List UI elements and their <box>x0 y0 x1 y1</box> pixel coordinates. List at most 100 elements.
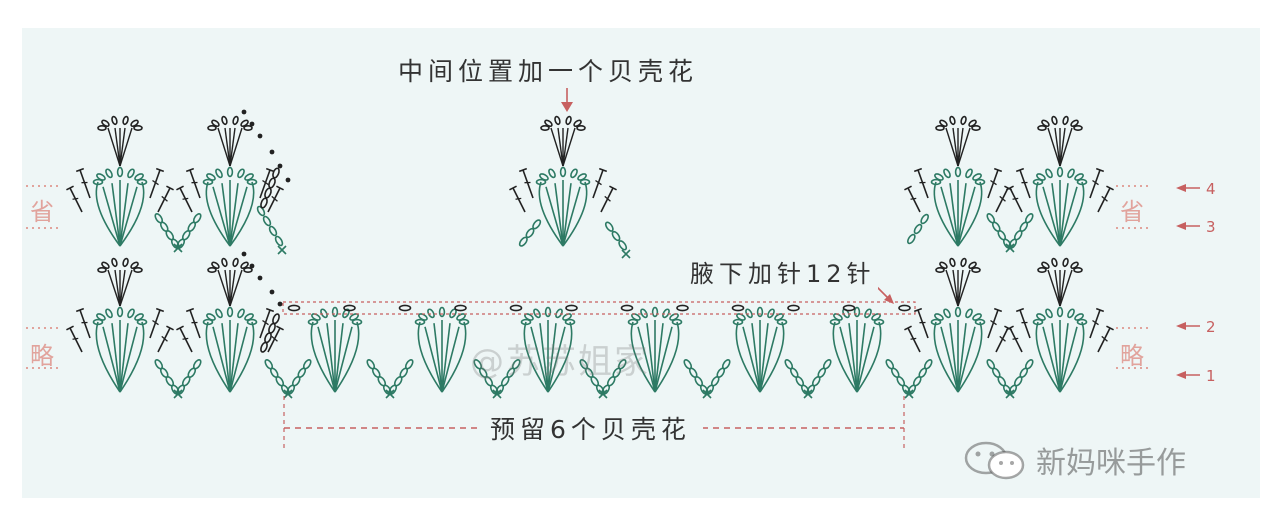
chain-stitch <box>268 177 276 189</box>
shell-stitch <box>119 183 129 247</box>
chain-stitch <box>1045 168 1053 179</box>
chain-stitch <box>97 266 107 273</box>
chain-stitch <box>207 266 217 273</box>
chain-stitch <box>240 119 249 128</box>
stitch-bar <box>990 319 997 326</box>
sc-stitch <box>385 389 395 399</box>
dc-stitch <box>917 309 929 339</box>
shell-stitch <box>547 323 557 393</box>
dc-stitch <box>157 327 171 353</box>
shell-stitch <box>945 269 959 307</box>
stitch-bar <box>72 197 79 200</box>
chain-v <box>264 359 312 399</box>
stitch-top <box>176 185 184 191</box>
chain-stitch <box>604 221 614 232</box>
chain-stitch <box>651 306 659 318</box>
chain-stitch <box>274 235 284 247</box>
shell-side <box>334 321 360 393</box>
side-label-brackets <box>26 185 1152 369</box>
shell-stitch <box>562 127 569 167</box>
stitch-bar <box>161 195 168 202</box>
shell-stitch <box>1051 183 1061 247</box>
stitch-bar <box>990 179 997 186</box>
chain-stitch <box>509 304 523 312</box>
chain-stitch <box>971 267 981 274</box>
dc-stitch <box>179 327 193 353</box>
shell-stitch <box>114 269 121 307</box>
side-label-left-top: 省 <box>30 198 54 226</box>
chain-stitch <box>939 261 948 270</box>
top-arrow <box>561 88 573 112</box>
black-shell <box>66 115 174 213</box>
shell-stitch <box>856 326 875 393</box>
row-arrows <box>1176 184 1200 379</box>
chain-stitch <box>105 168 113 179</box>
shell-stitch <box>229 269 243 307</box>
turning-chain-dot <box>241 251 247 257</box>
black-shell <box>176 115 284 213</box>
turning-chain-dot <box>277 301 283 307</box>
chain-stitch <box>787 304 800 312</box>
shell-stitch <box>1042 186 1061 247</box>
green-shell <box>92 166 148 247</box>
shell-stitch <box>102 186 121 247</box>
armpit-dashed-box <box>282 301 916 315</box>
stitch-bar <box>182 337 189 340</box>
chain-stitch <box>331 306 339 318</box>
shell-side <box>119 321 145 393</box>
chain-stitch <box>949 257 956 268</box>
stitch-top <box>185 167 195 173</box>
stitch-top <box>1015 167 1025 173</box>
chain-stitch <box>243 267 253 274</box>
shell-stitch <box>545 186 564 247</box>
shell-stitch <box>547 326 566 393</box>
stitch-top <box>509 185 517 191</box>
chain-stitch <box>934 173 944 181</box>
stitch-bar <box>1101 195 1108 202</box>
stitch-top <box>904 185 912 191</box>
chain-stitch <box>243 124 253 131</box>
green-shell <box>732 306 788 393</box>
shell-side <box>630 321 656 393</box>
stitch-bar <box>271 195 278 202</box>
shell-stitch <box>229 269 236 307</box>
row-arrow-head <box>1176 222 1186 230</box>
chain-stitch <box>211 119 220 128</box>
chain-stitch <box>1062 257 1069 268</box>
chain-stitch <box>343 304 356 312</box>
shell-stitch <box>217 127 231 167</box>
stitch-bar <box>999 195 1006 202</box>
chain-stitch <box>1056 306 1064 318</box>
chain-stitch <box>853 306 861 318</box>
chain-stitch <box>127 308 135 319</box>
dc-stitch <box>1009 187 1023 213</box>
shell-side <box>95 321 121 393</box>
chain-stitch <box>842 304 856 312</box>
shell-side <box>119 181 145 247</box>
shell-stitch <box>221 183 231 247</box>
chain-stitch <box>111 115 118 126</box>
stitch-bar <box>1092 319 1099 326</box>
chain-stitch <box>1067 308 1075 319</box>
shell-stitch <box>530 326 549 393</box>
chain-stitch <box>206 173 216 181</box>
black-shell <box>509 115 617 213</box>
stitch-bar <box>1092 179 1099 186</box>
stitch-top <box>518 167 528 173</box>
stitch-top <box>265 307 275 313</box>
chain-stitch <box>544 119 553 128</box>
stitch-top <box>913 307 923 313</box>
chain-stitch <box>96 313 106 321</box>
shell-stitch <box>119 127 126 167</box>
chain-stitch <box>920 213 929 225</box>
side-label-left-bottom: 略 <box>30 342 54 370</box>
shell-stitch <box>217 269 231 307</box>
dc-stitch <box>995 327 1009 353</box>
shell-stitch <box>224 127 231 167</box>
chain-stitch <box>907 233 916 245</box>
shell-stitch <box>562 186 581 247</box>
dc-stitch <box>987 309 999 339</box>
shell-stitch <box>441 323 451 393</box>
stitch-bar <box>515 197 522 200</box>
